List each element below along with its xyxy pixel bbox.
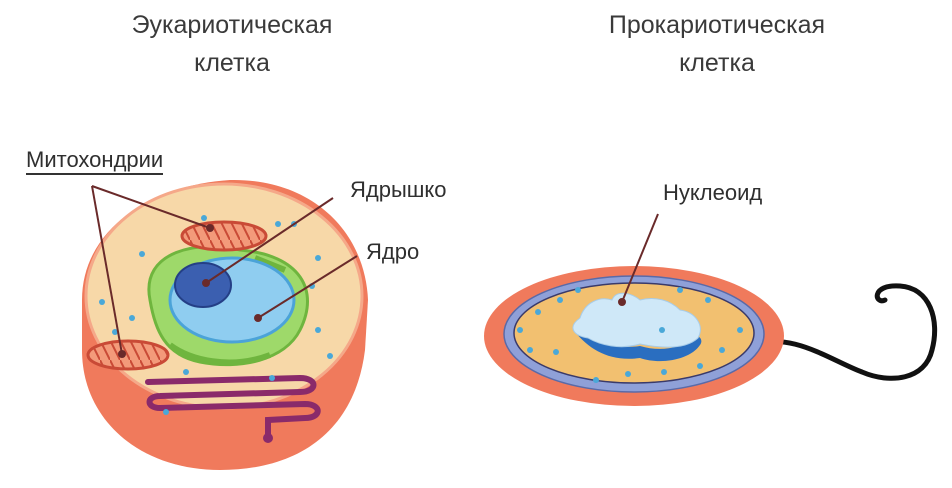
prokaryote-title-line1: Прокариотическая xyxy=(608,11,826,39)
er-fold-2 xyxy=(253,255,287,273)
label-nucleolus: Ядрышко xyxy=(350,177,447,202)
nucleoid xyxy=(572,292,701,348)
mitochondrion-left xyxy=(86,339,170,371)
prokaryote-title-line2: клетка xyxy=(679,49,755,77)
eukaryote-title-line2: клетка xyxy=(194,49,270,77)
prokaryote-ribosomes xyxy=(517,287,743,383)
er-fold-1 xyxy=(168,342,272,366)
eukaryote-title-line1: Эукариотическая xyxy=(131,11,333,39)
eukaryotic-cell xyxy=(82,179,368,470)
flagellum xyxy=(747,283,938,381)
eukaryote-title: Эукариотическая клетка xyxy=(82,6,382,82)
eukaryote-pointers xyxy=(91,185,358,358)
prokaryote-title: Прокариотическая клетка xyxy=(567,6,867,82)
prokaryotic-cell xyxy=(484,213,938,406)
nucleoid-pointer xyxy=(618,213,659,306)
label-nucleus: Ядро xyxy=(366,239,420,264)
nucleoid-dark xyxy=(575,330,702,362)
label-mitochondria: Митохондрии xyxy=(26,147,164,175)
mitochondrion-top xyxy=(180,220,268,252)
golgi-end xyxy=(263,433,273,443)
golgi-apparatus xyxy=(145,374,321,441)
label-nucleoid: Нуклеоид xyxy=(663,180,763,205)
